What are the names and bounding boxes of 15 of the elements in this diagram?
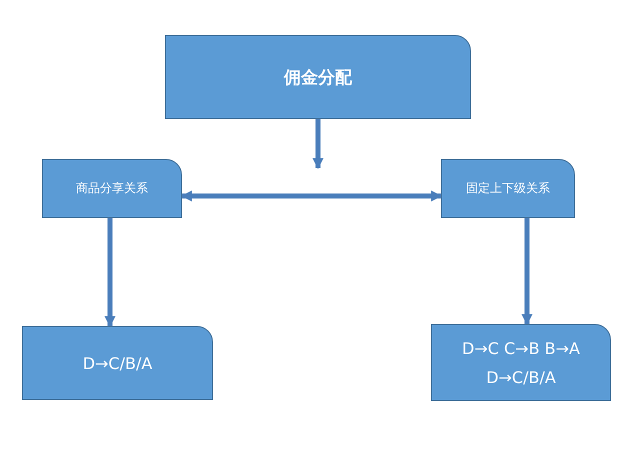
- box-text: 固定上下级关系: [466, 180, 550, 197]
- box-text: 佣金分配: [284, 66, 352, 88]
- title-box: [165, 35, 471, 119]
- box-text: D→C C→B B→A: [462, 338, 580, 358]
- box-text: D→C/B/A: [486, 368, 556, 386]
- arrow: [104, 218, 116, 328]
- arrow: [522, 218, 532, 326]
- result-box: [22, 326, 213, 400]
- arrow: [180, 190, 442, 202]
- process-box: [441, 159, 575, 218]
- box-text: 商品分享关系: [76, 180, 148, 197]
- box-text: D→C/B/A: [82, 354, 152, 372]
- arrow: [312, 119, 324, 170]
- process-box: [42, 159, 182, 218]
- result-box: [431, 324, 611, 401]
